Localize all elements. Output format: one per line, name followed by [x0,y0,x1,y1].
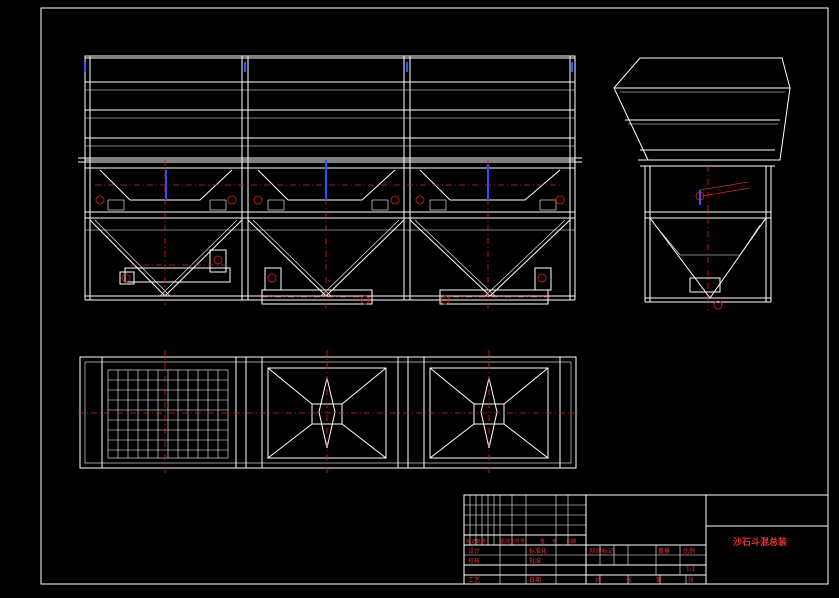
title-block: 沙石斗混总装 标记处数 更改文件号 签 字 日期 设计 标准化 校核 批准 工艺… [463,494,829,585]
label-sheet-no: 第 [656,576,662,584]
side-view [613,57,791,310]
label-weight: 重量 [658,547,670,555]
label-sheets-2: 张 [688,576,694,584]
label-date: 日期 [529,576,541,584]
header-marks: 标记处数 [466,538,486,545]
label-design: 设计 [468,547,480,555]
header-change-doc: 更改文件号 [500,538,525,545]
label-sheets-1: 张 [626,576,632,584]
front-view [78,55,582,310]
label-check: 校核 [468,557,480,565]
label-scale: 比例 [683,547,695,555]
plan-view [78,350,580,475]
label-stage-mark: 阶段标记 [590,547,614,555]
header-sign: 签 [540,538,545,545]
header-char: 字 [552,538,557,545]
label-total: 共 [595,576,601,584]
scale-value: 1:1 [686,566,696,573]
label-approve: 批准 [529,557,541,565]
label-standardization: 标准化 [529,547,547,555]
drawing-border [40,7,829,585]
header-date: 日期 [566,539,576,545]
drawing-title: 沙石斗混总装 [733,536,788,548]
label-process: 工艺 [468,576,480,584]
